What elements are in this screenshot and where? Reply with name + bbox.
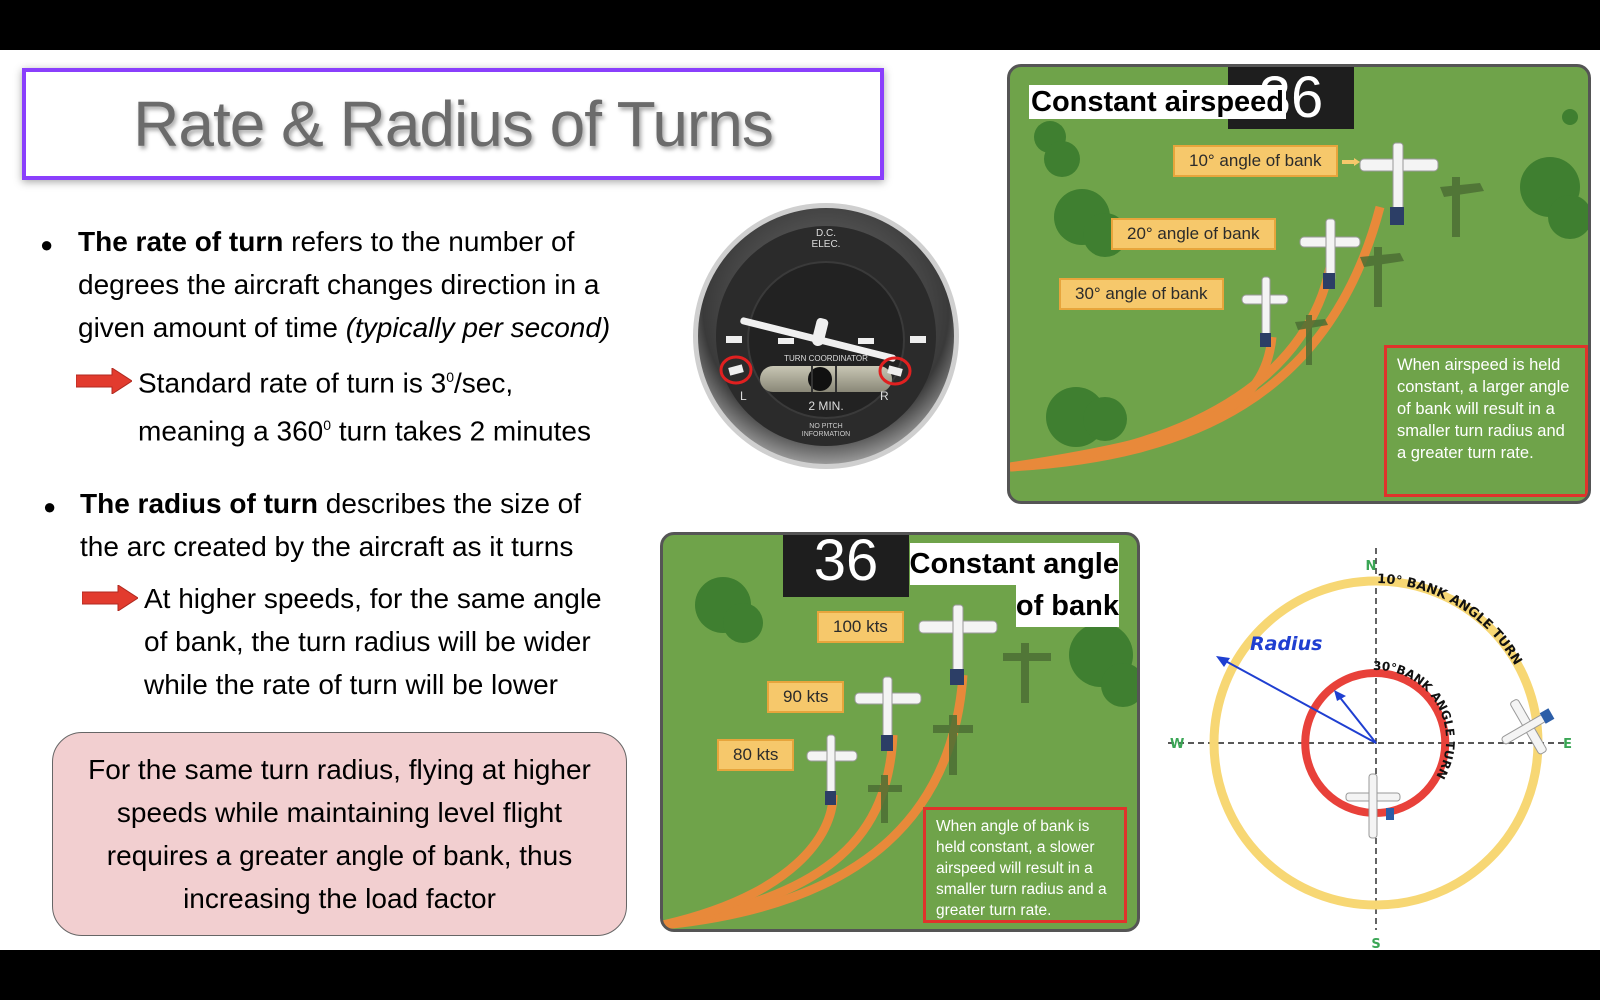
inner-turn-circle	[1301, 668, 1450, 817]
speed-100-tag: 100 kts	[817, 611, 904, 643]
slide: Rate & Radius of Turns ● The rate of tur…	[0, 50, 1600, 950]
standard-rate-line1: Standard rate of turn is 3	[138, 367, 447, 399]
level-mark	[778, 338, 794, 344]
airplane-icon	[1501, 699, 1555, 755]
higher-speed-line3: while the rate of turn will be lower	[144, 669, 558, 700]
left-mark-highlight	[719, 355, 753, 385]
standard-rate-line2: meaning a 360	[138, 415, 324, 447]
outer-turn-label: 10° BANK ANGLE TURN	[1377, 572, 1525, 668]
west-label: W	[1170, 737, 1184, 752]
bullet-dot: ●	[43, 494, 57, 519]
airplane-icon	[1359, 142, 1439, 225]
rate-of-turn-line2: degrees the aircraft changes direction i…	[78, 269, 600, 300]
radius-of-turn-term: The radius of turn	[80, 488, 318, 519]
left-label: L	[740, 389, 747, 403]
constant-airspeed-panel: 36	[1007, 64, 1591, 504]
constant-bank-title-line2: of bank	[1015, 585, 1119, 627]
rate-of-turn-text: The rate of turn refers to the number of…	[78, 220, 678, 349]
standard-rate-line2-end: turn takes 2 minutes	[331, 415, 591, 447]
arrow-icon	[82, 585, 138, 611]
instrument-top-label: D.C.	[816, 228, 836, 239]
constant-airspeed-title: Constant airspeed	[1029, 85, 1286, 119]
bank-20-tag: 20° angle of bank	[1111, 218, 1276, 250]
standard-rate-text: Standard rate of turn is 30/sec, meaning…	[138, 356, 678, 453]
airplane-icon	[1299, 218, 1361, 289]
south-label: S	[1371, 937, 1380, 950]
airplane-icon	[806, 734, 858, 805]
degree-sup: 0	[323, 417, 332, 434]
load-factor-callout: For the same turn radius, flying at high…	[52, 732, 627, 936]
rate-of-turn-italic: (typically per second)	[345, 312, 611, 343]
outer-turn-label-text: 10° BANK ANGLE TURN	[1377, 572, 1525, 668]
higher-speed-line1: At higher speeds, for the same angle	[144, 583, 602, 614]
rate-of-turn-def: refers to the number of	[283, 226, 575, 257]
radius-label: Radius	[1250, 633, 1322, 655]
title-box: Rate & Radius of Turns	[22, 68, 884, 180]
speed-80-tag: 80 kts	[717, 739, 795, 771]
higher-speed-text: At higher speeds, for the same angle of …	[144, 577, 664, 706]
constant-bank-panel: 36	[660, 532, 1140, 932]
bank-30-tag: 30° angle of bank	[1059, 278, 1224, 310]
constant-bank-title-line1: Constant angle	[909, 543, 1119, 585]
turn-radius-diagram: Radius N S E W 10° BANK ANGLE TURN 30°BA…	[1168, 548, 1572, 950]
north-label: N	[1366, 559, 1377, 574]
east-label: E	[1563, 737, 1572, 752]
constant-bank-title: Constant angle of bank	[908, 543, 1121, 627]
inclinometer-ball	[808, 367, 832, 391]
airplane-icon	[854, 676, 922, 751]
rate-of-turn-term: The rate of turn	[78, 226, 284, 257]
radius-of-turn-text: The radius of turn describes the size of…	[80, 482, 660, 568]
airplane-icon	[1241, 276, 1289, 347]
airplane-icon	[918, 604, 998, 685]
airspeed-note: When airspeed is held constant, a larger…	[1384, 345, 1588, 497]
callout-text: For the same turn radius, flying at high…	[88, 754, 591, 914]
bank-10-tag: 10° angle of bank	[1173, 145, 1338, 177]
radius-of-turn-def: describes the size of	[318, 488, 582, 519]
degree-sup: 0	[446, 369, 454, 385]
instrument-name: TURN COORDINATOR	[784, 354, 868, 363]
radius-arrow-inner	[1337, 694, 1377, 744]
left-index-mark	[726, 336, 742, 343]
bank-note: When angle of bank is held constant, a s…	[923, 807, 1127, 923]
bullet-dot: ●	[40, 232, 54, 257]
rate-of-turn-line3: given amount of time	[78, 312, 346, 343]
instrument-top-label2: ELEC.	[812, 239, 841, 250]
slide-title: Rate & Radius of Turns	[133, 88, 774, 160]
airplane-symbol-icon	[740, 317, 896, 362]
no-pitch-label: NO PITCH	[809, 423, 842, 430]
higher-speed-line2: of bank, the turn radius will be wider	[144, 626, 591, 657]
no-pitch-label2: INFORMATION	[802, 431, 850, 438]
right-label: R	[880, 389, 889, 403]
turn-coordinator-instrument: D.C. ELEC. TURN COORDINATOR L R 2 MIN. N…	[693, 203, 959, 469]
time-label: 2 MIN.	[808, 399, 843, 413]
heading-digits: 36	[814, 535, 879, 593]
speed-90-tag: 90 kts	[767, 681, 845, 713]
radius-of-turn-line2: the arc created by the aircraft as it tu…	[80, 531, 574, 562]
right-index-mark	[910, 336, 926, 343]
arrow-icon	[76, 368, 132, 394]
right-mark-highlight	[878, 356, 912, 386]
standard-rate-unit: /sec,	[453, 367, 514, 399]
bank-illustration: 36	[663, 535, 1137, 929]
airplane-icon	[1345, 773, 1401, 839]
level-mark	[858, 338, 874, 344]
radius-arrow	[1219, 657, 1377, 744]
